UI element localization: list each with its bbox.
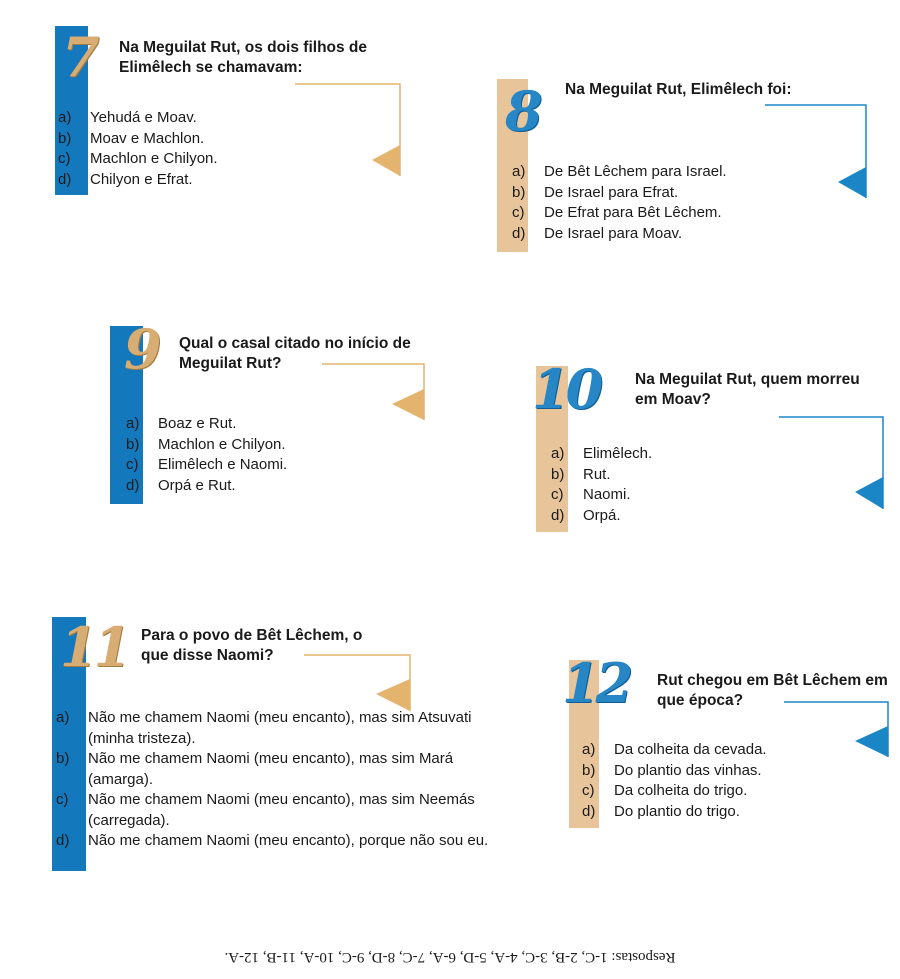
option-d: d)Não me chamem Naomi (meu encanto), por… (56, 832, 489, 849)
question-10-bar (536, 366, 568, 532)
option-c: c)Elimêlech e Naomi. (126, 456, 288, 473)
question-12-text: Rut chegou em Bêt Lêchem em que época? (657, 672, 888, 709)
option-d: d)Do plantio do trigo. (582, 802, 740, 820)
question-8-number: 8 (505, 79, 543, 143)
question-9-bar (110, 326, 143, 504)
question-9-options: a)Boaz e Rut. b)Machlon e Chilyon. c)Eli… (126, 414, 426, 496)
option-c: c)Machlon e Chilyon. (58, 150, 218, 167)
option-c: c)Da colheita do trigo. (582, 782, 748, 799)
question-7-options: a)Yehudá e Moav. b)Moav e Machlon. c)Mac… (58, 108, 378, 190)
option-b: b)De Israel para Efrat. (512, 183, 679, 201)
option-c: c)Não me chamem Naomi (meu encanto), mas… (56, 791, 475, 829)
option-c: c)De Efrat para Bêt Lêchem. (512, 204, 722, 221)
question-10-options: a)Elimêlech. b)Rut. c)Naomi. d)Orpá. (551, 444, 801, 526)
option-d: d)Orpá. (551, 506, 621, 524)
question-7-bar (55, 26, 88, 195)
question-12-arrow-icon (784, 701, 889, 757)
question-9-arrow-icon (322, 363, 425, 420)
question-9-number: 9 (124, 317, 162, 381)
option-b: b)Do plantio das vinhas. (582, 761, 762, 779)
question-8-text: Na Meguilat Rut, Elimêlech foi: (565, 81, 792, 98)
question-10-text: Na Meguilat Rut, quem morreu em Moav? (635, 371, 860, 408)
question-7-arrow-icon (295, 83, 401, 176)
option-b: b)Não me chamem Naomi (meu encanto), mas… (56, 750, 454, 788)
question-12-number: 12 (562, 651, 633, 715)
option-d: d)Chilyon e Efrat. (58, 170, 193, 188)
answer-key: Respostas: 1-C, 2-B, 3-C, 4-A, 5-D, 6-A,… (224, 949, 676, 965)
option-a: a)Yehudá e Moav. (58, 109, 197, 126)
question-8-bar (497, 79, 528, 252)
option-a: a)Elimêlech. (551, 445, 653, 462)
question-11-arrow-icon (304, 654, 411, 711)
option-a: a)Boaz e Rut. (126, 415, 237, 432)
question-12-bar (569, 660, 599, 828)
question-11-text: Para o povo de Bêt Lêchem, o que disse N… (141, 627, 363, 664)
question-11-number: 11 (60, 615, 131, 679)
option-b: b)Rut. (551, 465, 611, 483)
question-7-number: 7 (62, 25, 100, 89)
question-9-text: Qual o casal citado no início de Meguila… (179, 335, 411, 372)
question-10-arrow-icon (779, 416, 884, 509)
option-a: a)Não me chamem Naomi (meu encanto), mas… (56, 709, 472, 747)
option-d: d)Orpá e Rut. (126, 476, 236, 494)
option-b: b)Moav e Machlon. (58, 129, 205, 147)
question-7-text: Na Meguilat Rut, os dois filhos de Elimê… (119, 39, 368, 76)
question-12-options: a)Da colheita da cevada. b)Do plantio da… (582, 740, 882, 822)
option-a: a)Da colheita da cevada. (582, 741, 767, 758)
option-a: a)De Bêt Lêchem para Israel. (512, 163, 727, 180)
option-b: b)Machlon e Chilyon. (126, 435, 286, 453)
question-10-number: 10 (532, 357, 603, 421)
question-8-options: a)De Bêt Lêchem para Israel. b)De Israel… (512, 162, 832, 244)
option-d: d)De Israel para Moav. (512, 224, 683, 242)
question-11-options: a)Não me chamem Naomi (meu encanto), mas… (56, 708, 506, 852)
question-8-arrow-icon (765, 104, 867, 198)
option-c: c)Naomi. (551, 486, 631, 503)
question-11-bar (52, 617, 86, 871)
